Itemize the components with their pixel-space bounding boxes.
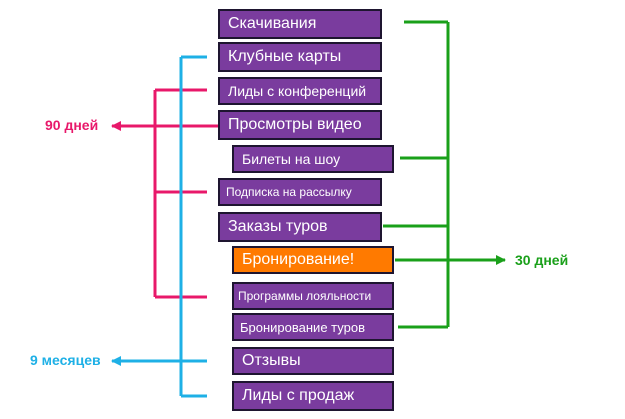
label-30-days: 30 дней	[515, 252, 569, 268]
box-sales-leads: Лиды с продаж	[232, 381, 394, 411]
box-downloads: Скачивания	[218, 9, 382, 39]
box-label: Подписка на рассылку	[226, 185, 352, 199]
box-show-tickets: Билеты на шоу	[232, 145, 394, 173]
label-9-months: 9 месяцев	[30, 352, 101, 368]
box-label: Скачивания	[228, 15, 317, 32]
box-reviews: Отзывы	[232, 347, 394, 375]
box-label: Заказы туров	[228, 218, 328, 235]
box-club-cards: Клубные карты	[218, 42, 382, 72]
box-tour-orders: Заказы туров	[218, 212, 382, 242]
box-label: Лиды с конференций	[228, 83, 367, 99]
pink-bracket	[111, 88, 218, 299]
box-label: Программы лояльности	[238, 289, 372, 303]
box-booking: Бронирование!	[232, 246, 394, 274]
box-label: Лиды с продаж	[242, 387, 355, 404]
box-conference-leads: Лиды с конференций	[218, 77, 382, 105]
box-label: Отзывы	[242, 352, 301, 369]
box-label: Бронирование!	[242, 251, 355, 268]
box-loyalty-programs: Программы лояльности	[232, 282, 394, 310]
green-bracket	[383, 20, 506, 329]
box-label: Бронирование туров	[240, 319, 365, 335]
box-label: Клубные карты	[228, 48, 342, 65]
box-label: Билеты на шоу	[242, 151, 341, 167]
box-video-views: Просмотры видео	[218, 110, 382, 140]
label-90-days: 90 дней	[45, 117, 99, 133]
box-tour-bookings: Бронирование туров	[232, 313, 394, 341]
blue-bracket	[111, 55, 207, 398]
box-label: Просмотры видео	[228, 116, 362, 133]
box-newsletter-subscription: Подписка на рассылку	[218, 178, 382, 206]
